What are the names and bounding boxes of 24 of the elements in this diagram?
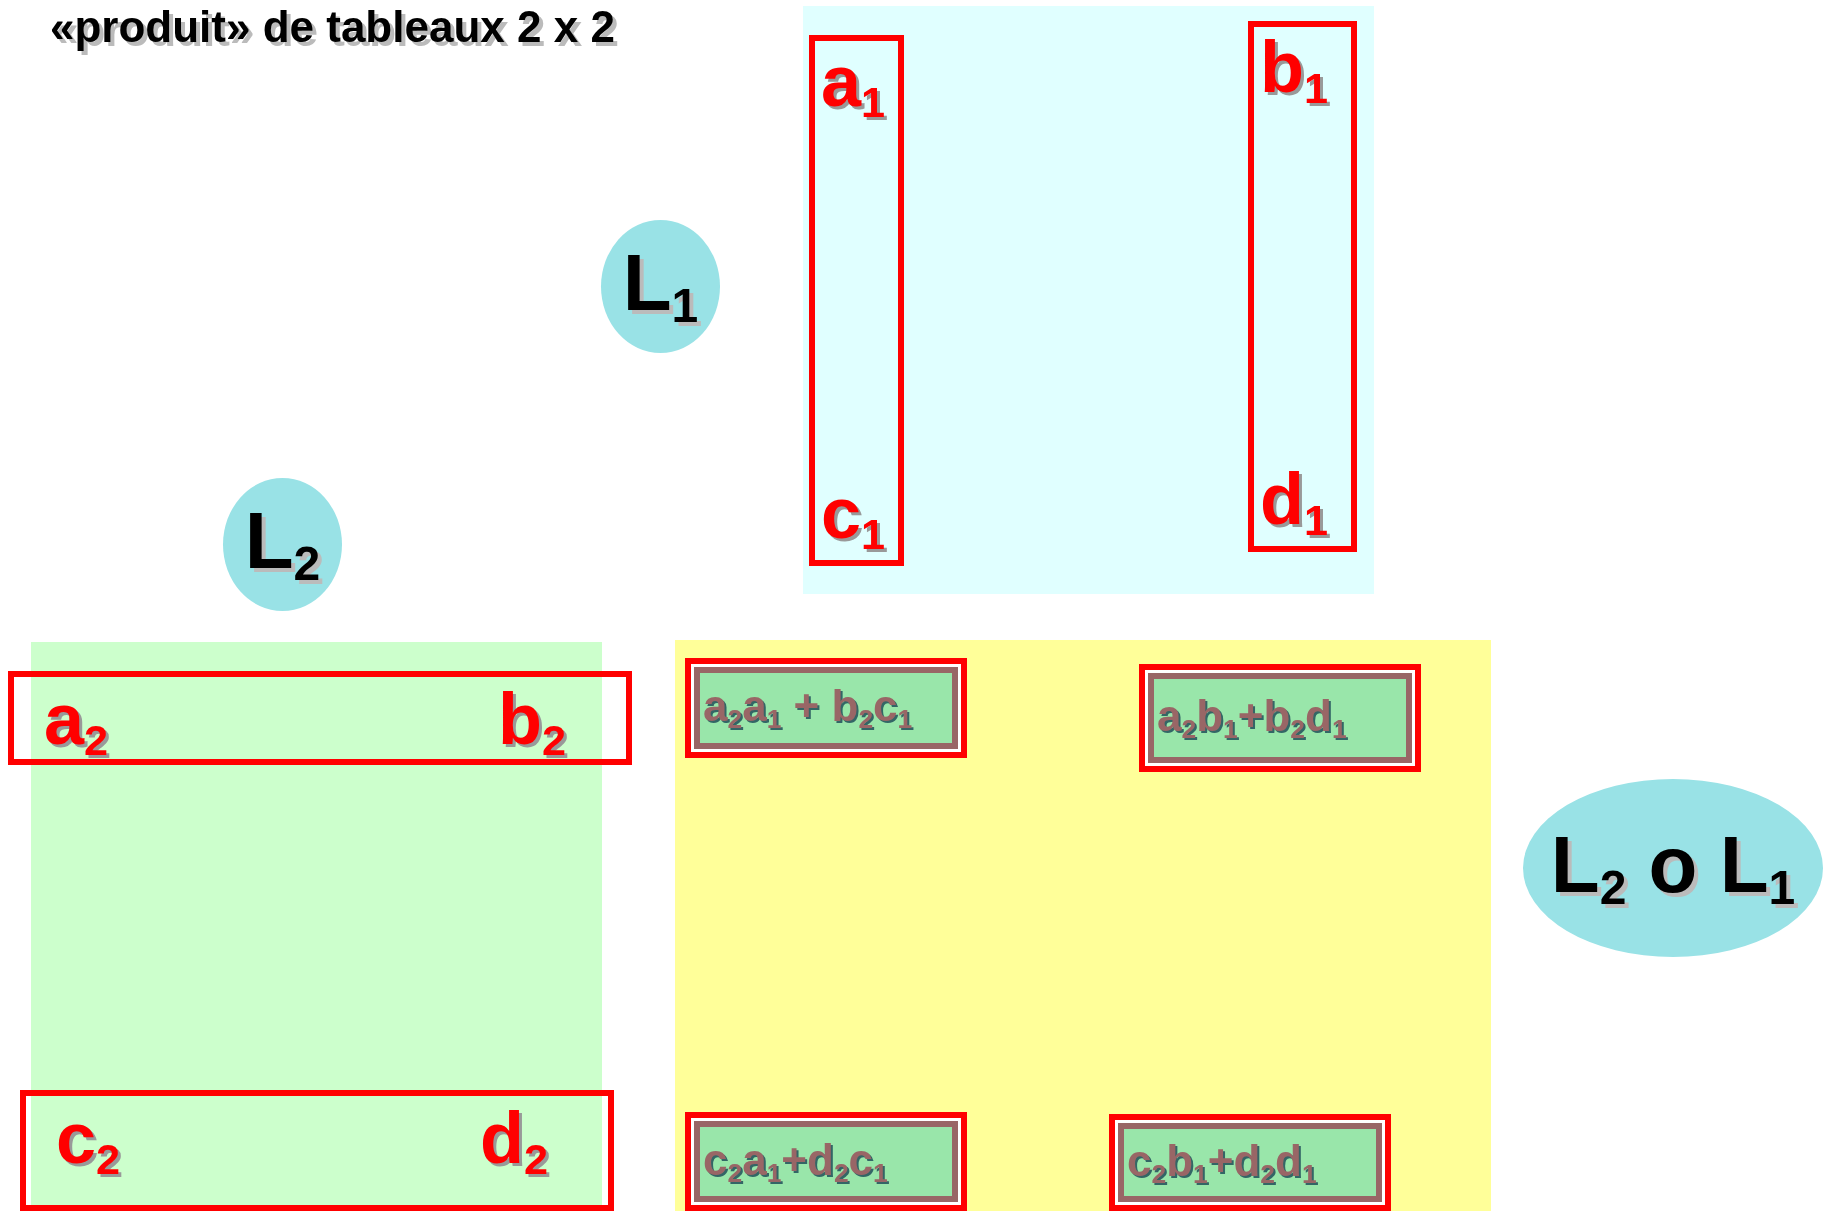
matrix-entry: d$_{1}$ [1260,463,1328,542]
matrix-entry: a$_{1}$ [821,45,886,124]
matrix-entry: d$_{2}$ [480,1102,548,1181]
result-cell [1139,664,1421,772]
column-frame [809,35,904,566]
product-formula: a$_{2}$b$_{1}$+b$_{2}$d$_{1}$ [1157,694,1347,742]
row-frame [8,671,632,765]
product-formula: c$_{2}$b$_{1}$+d$_{2}$d$_{1}$ [1127,1138,1317,1187]
product-formula: a$_{2}$a$_{1}$ + b$_{2}$c$_{1}$ [703,684,913,732]
matrix-entry: b$_{1}$ [1260,31,1328,110]
matrix-name: L$_{1}$ [622,243,699,330]
matrix-entry: c$_{2}$ [56,1102,121,1181]
matrix-entry: c$_{1}$ [821,477,886,556]
matrix-name: L$_{2}$ [244,501,321,588]
product-formula: c$_{2}$a$_{1}$+d$_{2}$c$_{1}$ [703,1137,888,1186]
column-frame [1248,21,1357,552]
matrix-entry: a$_{2}$ [44,683,109,762]
matrix-name: L$_{2}$ o L$_{1}$ [1550,824,1796,912]
matrix-entry: b$_{2}$ [498,683,566,762]
title: «produit» de tableaux 2 x 2 [50,2,615,52]
row-frame [20,1090,614,1211]
result-cell [1109,1114,1391,1211]
result-cell [685,1112,967,1211]
result-cell [685,658,967,758]
